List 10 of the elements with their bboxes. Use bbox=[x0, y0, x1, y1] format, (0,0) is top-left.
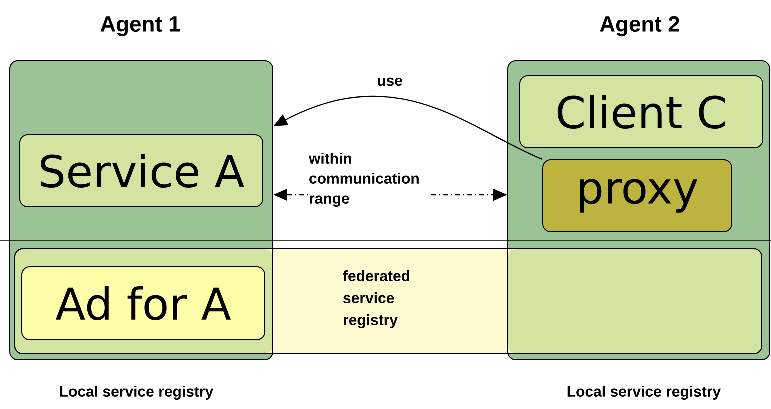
node-label: Agent 1 bbox=[100, 16, 180, 36]
ad-box: Ad for A bbox=[22, 266, 266, 340]
proxy-box: proxy bbox=[542, 160, 732, 232]
node-label: Local service registry bbox=[568, 386, 722, 400]
edge-label: within communication range bbox=[308, 152, 419, 208]
node-label: Local service registry bbox=[60, 386, 214, 400]
edge-label: use bbox=[378, 78, 402, 86]
node-label: Agent 2 bbox=[600, 16, 680, 36]
service-box: Service A bbox=[20, 134, 264, 208]
client-box: Client C bbox=[520, 76, 764, 148]
